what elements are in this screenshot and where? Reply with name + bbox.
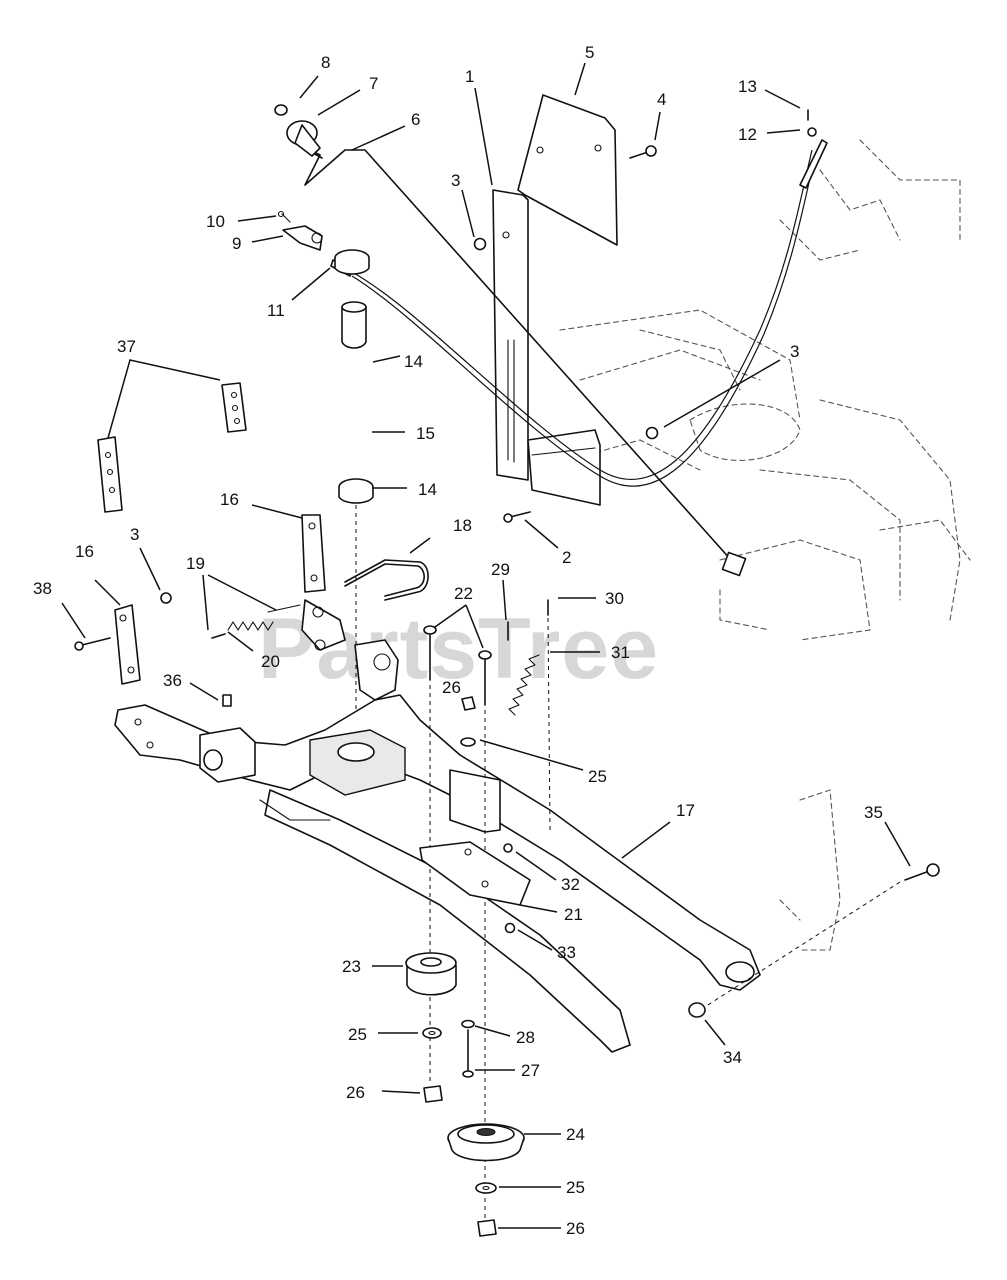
callout-28: 28 — [516, 1028, 535, 1047]
callout-13: 13 — [738, 77, 757, 96]
callout-5: 5 — [585, 43, 594, 62]
part-26-nut-bottom — [477, 1219, 497, 1237]
part-38-bolt — [74, 637, 111, 651]
part-36-set-screw — [222, 694, 232, 707]
callout-17: 17 — [676, 801, 695, 820]
part-22-bolt-right — [478, 650, 492, 706]
pivot-linkage — [301, 599, 346, 651]
callout-29: 29 — [491, 560, 510, 579]
callout-31: 31 — [611, 643, 630, 662]
callout-2: 2 — [562, 548, 571, 567]
callout-16-lower: 16 — [75, 542, 94, 561]
part-20-spring — [227, 604, 301, 631]
callout-25-mid: 25 — [348, 1025, 367, 1044]
callout-36: 36 — [163, 671, 182, 690]
callout-6: 6 — [411, 110, 420, 129]
part-5-upper-plate — [517, 94, 618, 246]
callout-3-upper: 3 — [451, 171, 460, 190]
mount-bracket — [449, 769, 501, 833]
part-19-pin — [211, 633, 226, 639]
part-16-bracket-upper — [301, 514, 326, 593]
callout-34: 34 — [723, 1048, 742, 1067]
part-9-handle — [282, 225, 323, 251]
callout-25-upper: 25 — [588, 767, 607, 786]
part-3-nut-left — [160, 592, 172, 604]
callout-27: 27 — [521, 1061, 540, 1080]
part-34-nut — [688, 1002, 706, 1018]
callout-38: 38 — [33, 579, 52, 598]
center-housing — [199, 727, 406, 796]
part-35-bolt — [904, 863, 940, 881]
part-1-vertical-bracket — [492, 189, 601, 506]
callout-15: 15 — [416, 424, 435, 443]
callout-24: 24 — [566, 1125, 585, 1144]
leader-2 — [524, 519, 559, 549]
callout-1: 1 — [465, 67, 474, 86]
background-tractor-frame — [559, 139, 971, 951]
callout-7: 7 — [369, 74, 378, 93]
callout-33: 33 — [557, 943, 576, 962]
callout-19: 19 — [186, 554, 205, 573]
leader-lines — [61, 62, 911, 1229]
part-26-nut-mid — [423, 1085, 443, 1103]
part-37-strap-right — [221, 382, 247, 433]
callout-16-upper: 16 — [220, 490, 239, 509]
part-2-bolt — [503, 511, 531, 523]
part-23-flat-idler-pulley — [405, 952, 457, 996]
callout-30: 30 — [605, 589, 624, 608]
callout-labels: 8 7 6 1 5 4 13 12 3 10 9 11 3 14 15 14 3… — [33, 43, 883, 1238]
callout-14-upper: 14 — [404, 352, 423, 371]
callout-11: 11 — [267, 301, 285, 320]
callout-37: 37 — [117, 337, 136, 356]
part-17-idler-arm-frame — [114, 639, 761, 1053]
part-16-bracket-lower — [114, 604, 141, 685]
part-25-washer-bottom — [475, 1182, 497, 1194]
part-7-knob — [286, 120, 321, 157]
callout-3-left: 3 — [130, 525, 139, 544]
part-4-bolt — [629, 145, 657, 159]
callout-14-lower: 14 — [418, 480, 437, 499]
callout-32: 32 — [561, 875, 580, 894]
part-6-control-rod — [304, 149, 747, 577]
callout-10: 10 — [206, 212, 225, 231]
callout-26-mid: 26 — [346, 1083, 365, 1102]
part-25-washer-upper — [460, 737, 476, 747]
callout-26-bottom: 26 — [566, 1219, 585, 1238]
part-22-bolt-left — [423, 625, 437, 681]
part-28-washer — [461, 1019, 475, 1029]
part-14-bushing-bottom — [338, 478, 374, 504]
part-25-washer-mid — [422, 1027, 442, 1039]
callout-18: 18 — [453, 516, 472, 535]
part-18-u-bolt — [344, 559, 429, 601]
callout-21: 21 — [564, 905, 583, 924]
callout-4: 4 — [657, 90, 666, 109]
part-31-spring — [508, 654, 540, 716]
callout-35: 35 — [864, 803, 883, 822]
part-32-nut — [503, 843, 513, 853]
part-8-nut — [274, 104, 288, 116]
part-37-strap-left — [97, 436, 123, 513]
callout-23: 23 — [342, 957, 361, 976]
axis-line-spring — [547, 617, 551, 831]
part-24-v-idler-pulley — [447, 1123, 525, 1162]
part-26-nut-upper — [461, 696, 476, 711]
callout-20: 20 — [261, 652, 280, 671]
part-10-screw — [277, 210, 291, 223]
part-14-bushing-top — [334, 249, 370, 275]
callout-3-right: 3 — [790, 342, 799, 361]
part-27-bolt — [462, 1029, 474, 1078]
part-33-nut — [504, 922, 516, 934]
part-12-cable-end — [807, 127, 817, 137]
part-3-nut-upper — [473, 237, 487, 251]
callout-12: 12 — [738, 125, 757, 144]
callout-25-bottom: 25 — [566, 1178, 585, 1197]
callout-8: 8 — [321, 53, 330, 72]
part-3-nut-right — [645, 426, 659, 440]
part-15-spacer — [341, 301, 367, 349]
callout-9: 9 — [232, 234, 241, 253]
callout-22: 22 — [454, 584, 473, 603]
callout-26-upper: 26 — [442, 678, 461, 697]
